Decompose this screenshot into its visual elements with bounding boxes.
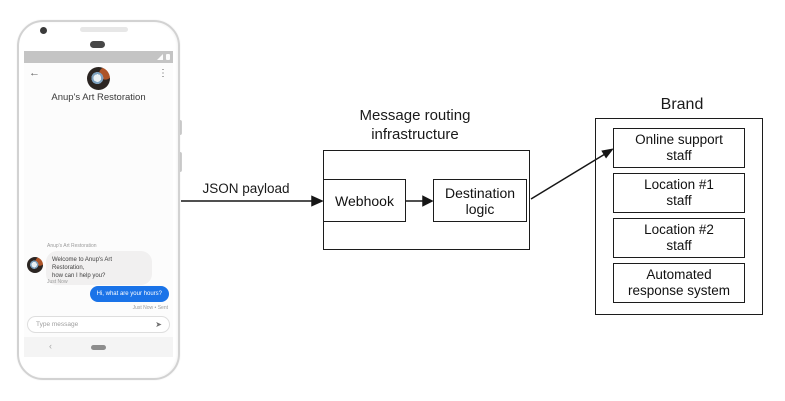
json-payload-label: JSON payload: [202, 181, 290, 196]
speaker-slot: [80, 27, 128, 32]
brand-member-online-support: Online support staff: [613, 128, 745, 168]
signal-icon: [157, 54, 163, 60]
outgoing-status: Just Now • Sent: [132, 305, 168, 311]
phone-mockup: ← ⋮ Anup's Art Restoration Anup's Art Re…: [17, 20, 180, 380]
sender-name-label: Anup's Art Restoration: [47, 243, 97, 249]
android-nav-bar: ‹: [24, 337, 173, 357]
front-camera-dot: [40, 27, 47, 34]
conversation-title: Anup's Art Restoration: [51, 92, 146, 103]
nav-home-pill[interactable]: [91, 345, 106, 350]
phone-volume-button: [179, 152, 182, 172]
brand-member-location-2: Location #2 staff: [613, 218, 745, 258]
battery-icon: [166, 54, 170, 60]
nav-back-icon[interactable]: ‹: [49, 341, 52, 351]
status-bar: [24, 51, 173, 63]
outgoing-message-bubble: Hi, what are your hours?: [89, 286, 169, 302]
message-input-placeholder: Type message: [36, 321, 79, 328]
destination-brand-arrow-line: [530, 153, 606, 200]
brand-member-automated-response: Automated response system: [613, 263, 745, 303]
earpiece-grille: [90, 41, 105, 48]
incoming-timestamp: Just Now: [47, 279, 68, 285]
incoming-message-bubble: Welcome to Anup's Art Restoration, how c…: [46, 251, 152, 285]
message-avatar: [27, 257, 43, 273]
brand-box: [595, 118, 763, 315]
destination-logic-box: Destination logic: [433, 179, 527, 222]
message-input[interactable]: Type message ➤: [27, 316, 170, 333]
messaging-screen: ← ⋮ Anup's Art Restoration Anup's Art Re…: [24, 63, 173, 357]
routing-infrastructure-title: Message routing infrastructure: [359, 107, 471, 143]
overflow-menu-icon[interactable]: ⋮: [158, 68, 168, 79]
phone-power-button: [179, 120, 182, 135]
brand-title: Brand: [660, 96, 704, 113]
back-arrow-icon[interactable]: ←: [29, 67, 40, 79]
business-avatar: [87, 67, 110, 90]
webhook-box: Webhook: [323, 179, 406, 222]
send-icon[interactable]: ➤: [155, 320, 162, 329]
brand-member-location-1: Location #1 staff: [613, 173, 745, 213]
payload-arrow-head: [311, 195, 324, 207]
